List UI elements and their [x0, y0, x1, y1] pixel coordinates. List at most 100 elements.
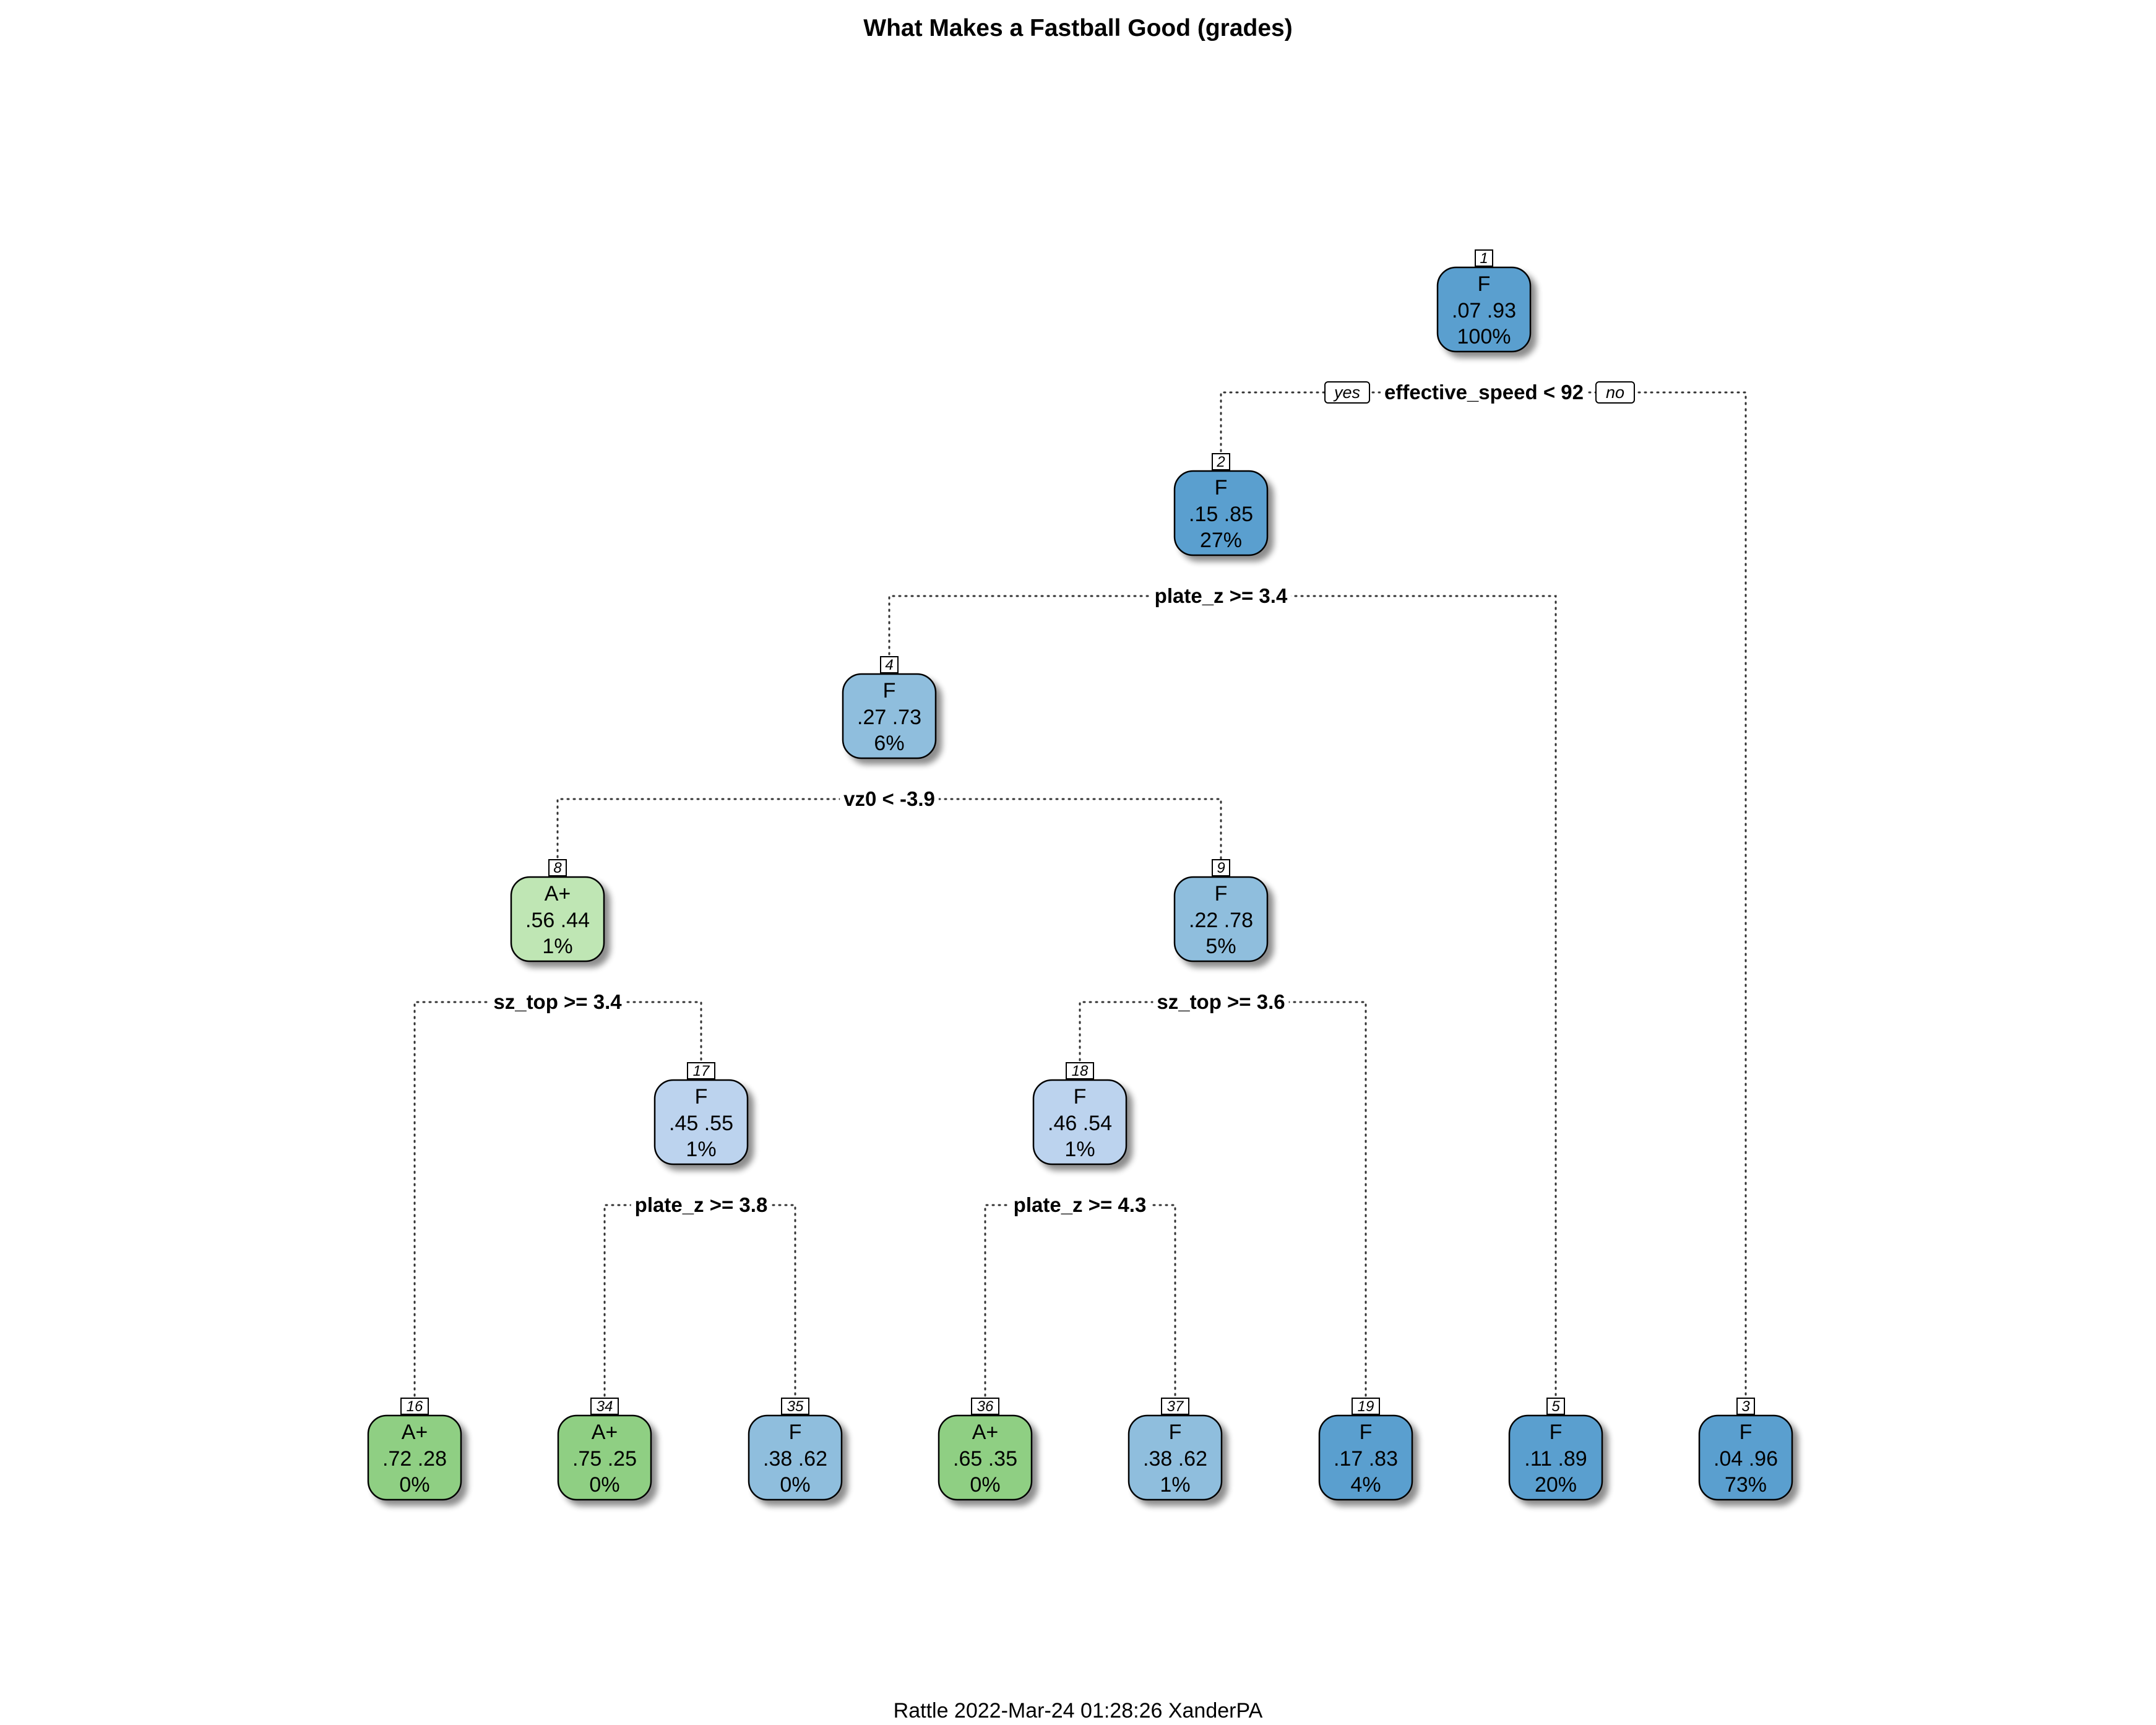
node-id-box	[687, 1062, 715, 1079]
node-probs: .46 .54	[1048, 1112, 1112, 1135]
node-pct: 100%	[1457, 325, 1511, 348]
node-id: 2	[1216, 454, 1225, 470]
node-id: 36	[977, 1398, 994, 1415]
node-class: F	[1215, 882, 1228, 906]
tree-node-18: 18F.46 .541%	[1032, 1062, 1128, 1165]
node-box	[748, 1414, 843, 1501]
split-label-17: plate_z >= 3.8	[635, 1193, 768, 1216]
footer-caption: Rattle 2022-Mar-24 01:28:26 XanderPA	[894, 1699, 1263, 1723]
node-probs: .75 .25	[572, 1447, 637, 1471]
node-probs: .11 .89	[1524, 1447, 1587, 1471]
node-id-box	[1212, 453, 1230, 470]
node-id-box	[1161, 1398, 1189, 1415]
tree-node-34: 34A+ .75 .250%	[557, 1398, 652, 1501]
tree-edge-18	[984, 1204, 1176, 1403]
split-label-bg	[631, 1193, 772, 1216]
node-pct: 1%	[542, 935, 572, 958]
node-class: F	[883, 679, 896, 703]
node-probs: .56 .44	[525, 909, 590, 932]
split-label-2: plate_z >= 3.4	[1155, 584, 1288, 607]
node-id: 37	[1167, 1398, 1184, 1415]
split-label-bg	[1381, 380, 1587, 404]
tree-node-17: 17F.45 .551%	[653, 1062, 749, 1165]
node-id-box	[1736, 1398, 1755, 1415]
split-label-bg	[1009, 1193, 1150, 1216]
node-box	[1698, 1414, 1793, 1501]
node-class: F	[1215, 476, 1228, 499]
node-box	[510, 876, 605, 962]
node-box	[938, 1414, 1033, 1501]
split-label-1: effective_speed < 92	[1384, 381, 1584, 404]
node-class: A+	[592, 1420, 618, 1444]
node-id: 16	[407, 1398, 423, 1415]
node-probs: .45 .55	[669, 1112, 733, 1135]
split-label-8: sz_top >= 3.4	[493, 990, 622, 1013]
tree-node-37: 37F.38 .621%	[1128, 1398, 1223, 1501]
node-class: A+	[402, 1420, 428, 1444]
split-label-bg	[1150, 584, 1291, 607]
node-class: F	[1360, 1420, 1373, 1444]
node-pct: 0%	[589, 1473, 619, 1497]
node-id: 34	[597, 1398, 613, 1415]
node-probs: .04 .96	[1714, 1447, 1778, 1471]
node-class: F	[1550, 1420, 1563, 1444]
node-pct: 0%	[780, 1473, 810, 1497]
node-id: 18	[1072, 1063, 1089, 1079]
node-box	[1318, 1414, 1413, 1501]
tree-edges	[413, 391, 1747, 1403]
node-pct: 0%	[970, 1473, 1000, 1497]
node-pct: 5%	[1205, 935, 1236, 958]
node-class: F	[1169, 1420, 1182, 1444]
node-id-box	[548, 859, 567, 876]
split-label-bg	[1153, 990, 1289, 1013]
tree-edge-9	[1079, 1001, 1367, 1403]
node-class: F	[1478, 272, 1491, 296]
node-probs: .38 .62	[763, 1447, 827, 1471]
node-probs: .65 .35	[953, 1447, 1017, 1471]
node-id: 17	[693, 1063, 710, 1079]
node-class: F	[1074, 1085, 1087, 1109]
node-probs: .22 .78	[1189, 909, 1253, 932]
node-id-box	[1546, 1398, 1565, 1415]
split-label-9: sz_top >= 3.6	[1157, 990, 1285, 1013]
tree-node-9: 9F.22 .785%	[1173, 859, 1269, 962]
node-pct: 20%	[1535, 1473, 1577, 1497]
node-box	[1173, 470, 1269, 556]
tree-node-36: 36A+ .65 .350%	[938, 1398, 1033, 1501]
node-pct: 73%	[1725, 1473, 1767, 1497]
yes-label: yes	[1333, 383, 1360, 402]
node-id-box	[1212, 859, 1230, 876]
node-pct: 4%	[1350, 1473, 1381, 1497]
node-class: A+	[972, 1420, 999, 1444]
node-pct: 1%	[1160, 1473, 1190, 1497]
node-pct: 0%	[399, 1473, 429, 1497]
node-box	[557, 1414, 652, 1501]
node-probs: .27 .73	[857, 706, 921, 729]
node-id: 5	[1551, 1398, 1560, 1415]
node-probs: .15 .85	[1189, 503, 1253, 526]
node-id-box	[400, 1398, 429, 1415]
node-class: F	[1740, 1420, 1753, 1444]
node-class: A+	[545, 882, 571, 906]
tree-node-19: 19F.17 .834%	[1318, 1398, 1413, 1501]
node-pct: 6%	[874, 732, 904, 755]
node-pct: 1%	[686, 1138, 716, 1161]
tree-edge-8	[413, 1001, 702, 1403]
node-id-box	[971, 1398, 999, 1415]
node-probs: .17 .83	[1334, 1447, 1398, 1471]
tree-node-4: 4F .27 .73 6%	[842, 656, 937, 759]
node-id: 4	[885, 657, 893, 673]
no-label-box	[1595, 381, 1635, 404]
tree-node-35: 35F.38 .620%	[748, 1398, 843, 1501]
node-box	[367, 1414, 462, 1501]
node-id: 8	[553, 860, 562, 876]
node-id-box	[1066, 1062, 1094, 1079]
node-probs: .07 .93	[1452, 299, 1516, 322]
node-box	[1128, 1414, 1223, 1501]
